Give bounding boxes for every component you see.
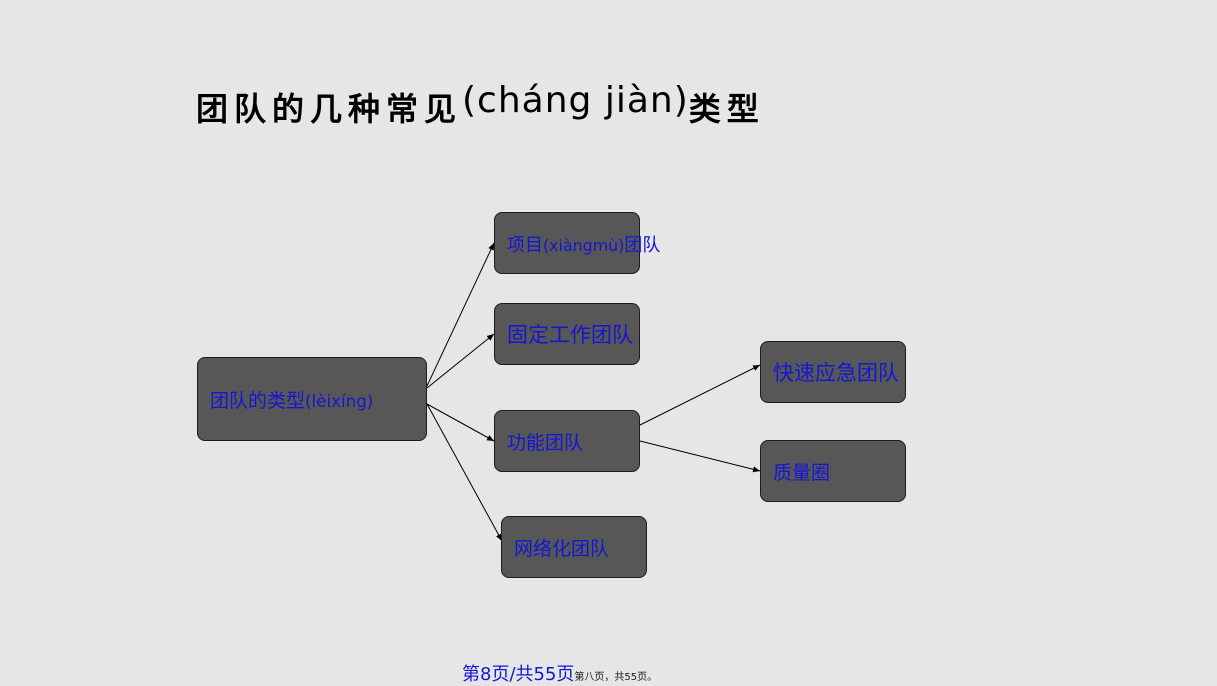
title-part2: 类型 xyxy=(688,90,765,128)
node-team-types-pinyin: (lèixíng) xyxy=(305,390,374,411)
node-team-types-text: 团队的类型 xyxy=(210,389,306,412)
node-functional-team: 功能团队 xyxy=(494,410,640,472)
node-team-types: 团队的类型(lèixíng) xyxy=(197,357,427,441)
node-project-team-pinyin: (xiàngmù) xyxy=(543,236,625,255)
node-rapid-response-team: 快速应急团队 xyxy=(760,341,906,403)
arrow-functional-to-quality xyxy=(639,440,761,473)
footer-page-indicator: 第8页/共55页 第八页，共55页。 xyxy=(462,660,657,686)
footer-page-number: 第8页/共55页 xyxy=(462,664,575,685)
node-team-types-label: 团队的类型(lèixíng) xyxy=(210,386,373,413)
node-fixed-work-team-label: 固定工作团队 xyxy=(507,323,633,347)
node-rapid-response-team-label: 快速应急团队 xyxy=(773,361,899,385)
node-network-team: 网络化团队 xyxy=(501,516,647,578)
arrow-root-to-fixed xyxy=(426,333,495,389)
node-project-team-text1: 项目 xyxy=(507,235,543,256)
title-part1: 团队的几种常见 xyxy=(196,90,463,128)
footer-page-note: 第八页，共55页。 xyxy=(574,672,658,683)
page-title: 团队的几种常见 (cháng jiàn) 类型 xyxy=(196,80,765,144)
node-network-team-label: 网络化团队 xyxy=(514,537,610,560)
arrow-root-to-functional xyxy=(426,403,495,442)
node-fixed-work-team: 固定工作团队 xyxy=(494,303,640,365)
arrow-functional-to-rapid xyxy=(639,364,761,426)
node-project-team-text2: 团队 xyxy=(624,235,661,256)
node-quality-circle: 质量圈 xyxy=(760,440,906,502)
node-functional-team-label: 功能团队 xyxy=(507,431,584,454)
node-project-team-label: 项目(xiàngmù)团队 xyxy=(507,231,660,257)
arrow-root-to-network xyxy=(426,403,503,542)
arrow-root-to-project xyxy=(426,242,495,387)
node-project-team: 项目(xiàngmù)团队 xyxy=(494,212,660,274)
node-quality-circle-label: 质量圈 xyxy=(773,461,831,484)
title-pinyin: (cháng jiàn) xyxy=(462,80,689,121)
